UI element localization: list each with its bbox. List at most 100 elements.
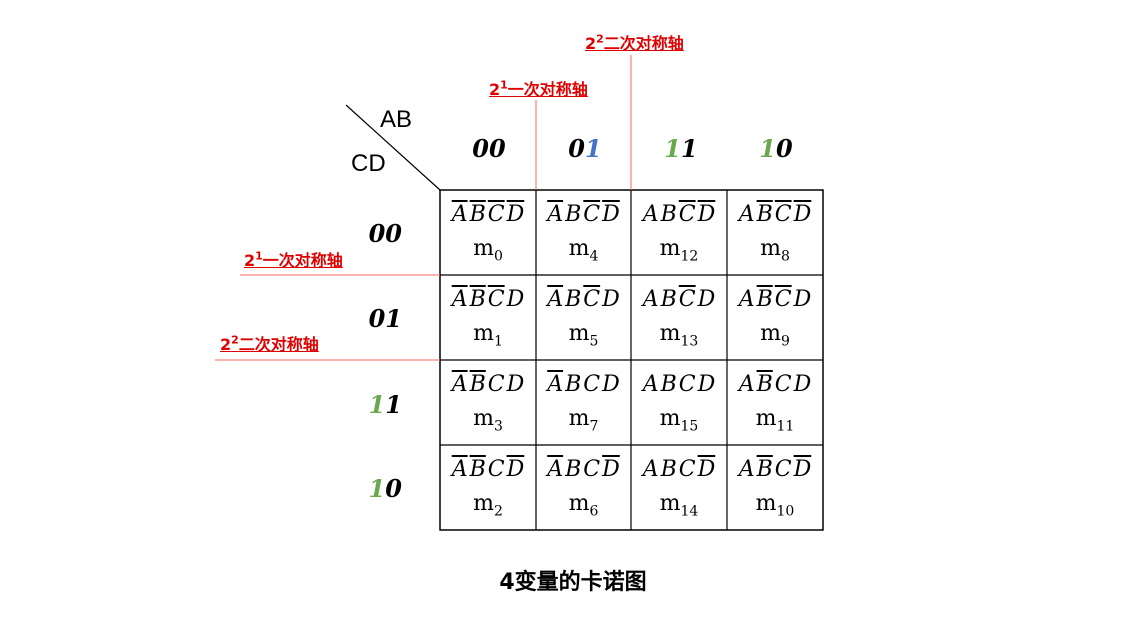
product-term: ABCD [727,457,823,483]
minterm-label: m7 [536,406,631,439]
minterm-letter: m [760,321,781,346]
term-variable: C [678,457,696,482]
term-variable: A [642,287,659,312]
col-header-bit: 0 [568,134,585,163]
term-variable: A [451,372,468,397]
product-term: ABCD [727,372,823,398]
term-variable: D [793,287,812,312]
row-header: 01 [342,304,402,334]
col-header-bit: 1 [664,134,681,163]
row-header-bit: 0 [368,219,386,248]
term-variable: C [774,372,792,397]
term-variable: B [469,457,486,482]
minterm-cell: ABCD m0 [440,190,536,275]
term-variable: D [793,372,812,397]
term-variable: A [547,457,564,482]
term-variable: B [660,202,677,227]
product-term: ABCD [536,202,631,228]
term-variable: A [547,202,564,227]
minterm-cell: ABCD m14 [631,445,727,530]
corner-diagonal [345,104,441,191]
row-header-bit: 0 [368,304,386,333]
term-variable: D [793,457,812,482]
minterm-cell: ABCD m11 [727,360,823,445]
col-header-bit: 0 [776,134,793,163]
product-term: ABCD [727,287,823,313]
term-variable: B [756,372,773,397]
term-variable: C [774,287,792,312]
col-header: 10 [736,134,816,164]
minterm-letter: m [473,236,494,261]
term-variable: A [451,457,468,482]
minterm-index: 4 [589,248,599,265]
minterm-letter: m [659,321,681,346]
col-header-bit: 1 [759,134,776,163]
minterm-letter: m [473,406,494,431]
term-variable: D [697,287,716,312]
minterm-label: m11 [727,406,823,439]
product-term: ABCD [631,287,727,313]
minterm-index: 11 [776,418,795,435]
term-variable: C [678,287,696,312]
minterm-letter: m [659,406,681,431]
term-variable: C [774,202,792,227]
term-variable: B [756,457,773,482]
term-variable: A [642,372,659,397]
term-variable: D [602,287,620,312]
term-variable: C [774,457,792,482]
minterm-label: m12 [631,236,727,269]
minterm-label: m4 [536,236,631,269]
term-variable: A [547,372,564,397]
product-term: ABCD [536,372,631,398]
product-term: ABCD [727,202,823,228]
term-variable: B [756,287,773,312]
minterm-label: m14 [631,491,727,524]
minterm-letter: m [755,491,777,516]
col-axis-first-label: 21一次对称轴 [489,78,588,99]
minterm-cell: ABCD m10 [727,445,823,530]
term-variable: C [583,457,601,482]
term-variable: D [506,287,525,312]
minterm-letter: m [473,321,494,346]
minterm-letter: m [568,406,590,431]
term-variable: D [602,372,620,397]
product-term: ABCD [440,287,536,313]
product-term: ABCD [440,457,536,483]
minterm-label: m10 [727,491,823,524]
term-variable: A [547,287,564,312]
term-variable: B [469,287,486,312]
row-header-bit: 1 [368,390,386,419]
term-variable: D [506,202,525,227]
minterm-letter: m [755,406,777,431]
term-variable: C [583,202,601,227]
minterm-cell: ABCD m4 [536,190,631,275]
minterm-letter: m [568,321,590,346]
term-variable: A [451,202,468,227]
term-variable: B [660,372,677,397]
term-variable: D [697,457,716,482]
term-variable: A [738,287,755,312]
term-variable: C [583,287,601,312]
minterm-letter: m [473,491,494,516]
term-variable: D [506,372,525,397]
term-variable: D [697,202,716,227]
term-variable: D [602,202,620,227]
minterm-label: m15 [631,406,727,439]
minterm-label: m0 [440,236,536,269]
minterm-label: m13 [631,321,727,354]
product-term: ABCD [631,202,727,228]
row-header-bit: 1 [385,304,402,333]
row-header-bit: 1 [368,474,386,503]
product-term: ABCD [440,202,536,228]
product-term: ABCD [631,457,727,483]
col-header: 00 [449,134,529,164]
term-variable: B [565,287,582,312]
minterm-index: 10 [776,503,795,520]
term-variable: B [660,287,677,312]
minterm-index: 0 [493,248,503,265]
row-axis-first-label: 21一次对称轴 [244,249,343,270]
